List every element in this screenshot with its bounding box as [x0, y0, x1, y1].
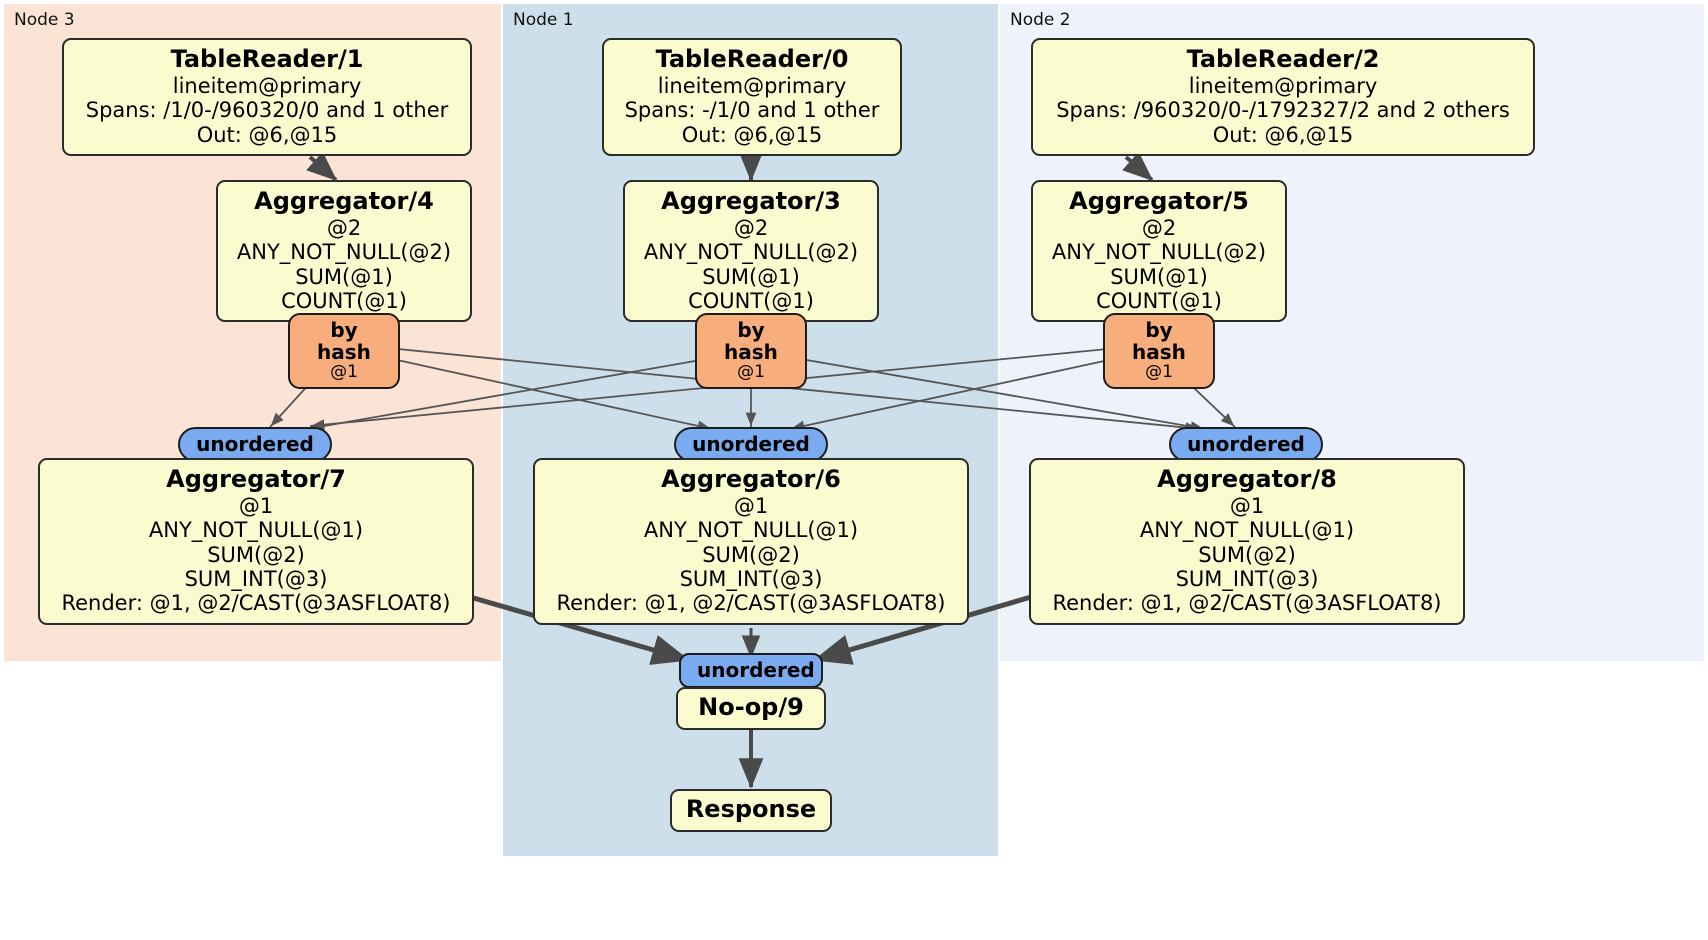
processor-title: Aggregator/3: [661, 187, 841, 215]
processor-aggregator-6[interactable]: Aggregator/6 @1 ANY_NOT_NULL(@1) SUM(@2)…: [533, 458, 969, 625]
processor-tablereader-0[interactable]: TableReader/0 lineitem@primary Spans: -/…: [602, 38, 902, 156]
processor-line: ANY_NOT_NULL(@2): [1051, 240, 1267, 265]
processor-line: ANY_NOT_NULL(@1): [643, 518, 859, 543]
processor-line: SUM_INT(@3): [1175, 566, 1319, 591]
processor-title: TableReader/0: [655, 45, 849, 73]
badge-sublabel: @1: [1145, 362, 1173, 382]
badge-label: by hash: [724, 318, 778, 364]
badge-by-hash-mid[interactable]: by hash @1: [695, 313, 807, 389]
badge-label: unordered: [196, 432, 314, 456]
region-node-3-label: Node 3: [14, 10, 75, 30]
processor-aggregator-8[interactable]: Aggregator/8 @1 ANY_NOT_NULL(@1) SUM(@2)…: [1029, 458, 1465, 625]
processor-line: Out: @6,@15: [196, 122, 338, 147]
processor-line: lineitem@primary: [172, 73, 362, 98]
processor-line: Spans: -/1/0 and 1 other: [624, 98, 880, 123]
badge-label: unordered: [1187, 432, 1305, 456]
badge-unordered-mid[interactable]: unordered: [674, 427, 828, 462]
badge-by-hash-right[interactable]: by hash @1: [1103, 313, 1215, 389]
processor-tablereader-2[interactable]: TableReader/2 lineitem@primary Spans: /9…: [1031, 38, 1535, 156]
processor-title: No-op/9: [698, 693, 804, 721]
processor-line: SUM_INT(@3): [679, 566, 823, 591]
edge-agg8-to-unord-final: [813, 594, 1032, 665]
processor-line: SUM_INT(@3): [184, 566, 328, 591]
processor-line: COUNT(@1): [281, 288, 407, 313]
badge-unordered-final[interactable]: unordered: [679, 653, 823, 688]
processor-line: COUNT(@1): [1096, 288, 1222, 313]
processor-tablereader-1[interactable]: TableReader/1 lineitem@primary Spans: /1…: [62, 38, 472, 156]
processor-line: COUNT(@1): [688, 288, 814, 313]
badge-sublabel: @1: [330, 362, 358, 382]
region-node-2-label: Node 2: [1010, 10, 1071, 30]
edge-tr2-agg5: [1122, 151, 1154, 182]
processor-line: lineitem@primary: [657, 73, 847, 98]
processor-line: @1: [238, 493, 274, 518]
edge-hash-mid-to-unord-right: [794, 357, 1206, 432]
processor-line: SUM(@1): [1110, 264, 1208, 289]
processor-line: @1: [1229, 493, 1265, 518]
processor-line: Out: @6,@15: [681, 122, 823, 147]
processor-title: Aggregator/4: [254, 187, 434, 215]
processor-line: Render: @1, @2/CAST(@3ASFLOAT8): [1052, 591, 1442, 616]
processor-line: Spans: /1/0-/960320/0 and 1 other: [85, 98, 449, 123]
edge-hash-right-to-unord-mid: [789, 357, 1119, 432]
processor-aggregator-4[interactable]: Aggregator/4 @2 ANY_NOT_NULL(@2) SUM(@1)…: [216, 180, 472, 323]
edge-hash-mid-to-unord-left: [306, 357, 713, 432]
processor-line: SUM(@2): [1198, 542, 1296, 567]
region-node-1-label: Node 1: [513, 10, 574, 30]
processor-no-op-9[interactable]: No-op/9: [676, 687, 826, 730]
edge-hash-left-to-unord-mid: [387, 357, 713, 432]
processor-line: Render: @1, @2/CAST(@3ASFLOAT8): [61, 591, 451, 616]
processor-line: ANY_NOT_NULL(@2): [643, 240, 859, 265]
processor-line: SUM(@2): [207, 542, 305, 567]
badge-by-hash-left[interactable]: by hash @1: [288, 313, 400, 389]
processor-line: @2: [733, 215, 769, 240]
processor-line: SUM(@2): [702, 542, 800, 567]
processor-line: ANY_NOT_NULL(@2): [236, 240, 452, 265]
badge-label: unordered: [697, 658, 815, 682]
processor-line: @2: [1141, 215, 1177, 240]
processor-aggregator-5[interactable]: Aggregator/5 @2 ANY_NOT_NULL(@2) SUM(@1)…: [1031, 180, 1287, 323]
processor-aggregator-7[interactable]: Aggregator/7 @1 ANY_NOT_NULL(@1) SUM(@2)…: [38, 458, 474, 625]
processor-line: Render: @1, @2/CAST(@3ASFLOAT8): [556, 591, 946, 616]
badge-label: by hash: [317, 318, 371, 364]
processor-line: lineitem@primary: [1188, 73, 1378, 98]
processor-line: @2: [326, 215, 362, 240]
processor-aggregator-3[interactable]: Aggregator/3 @2 ANY_NOT_NULL(@2) SUM(@1)…: [623, 180, 879, 323]
processor-line: SUM(@1): [702, 264, 800, 289]
processor-line: ANY_NOT_NULL(@1): [148, 518, 364, 543]
processor-title: Aggregator/6: [661, 465, 841, 493]
processor-title: Aggregator/5: [1069, 187, 1249, 215]
processor-line: ANY_NOT_NULL(@1): [1139, 518, 1355, 543]
processor-line: @1: [733, 493, 769, 518]
badge-unordered-right[interactable]: unordered: [1169, 427, 1323, 462]
processor-title: TableReader/1: [170, 45, 364, 73]
processor-response[interactable]: Response: [670, 789, 832, 832]
edge-tr1-agg4: [306, 151, 338, 182]
processor-line: Out: @6,@15: [1212, 122, 1354, 147]
processor-line: SUM(@1): [295, 264, 393, 289]
badge-unordered-left[interactable]: unordered: [178, 427, 332, 462]
badge-sublabel: @1: [737, 362, 765, 382]
badge-label: by hash: [1132, 318, 1186, 364]
processor-title: Aggregator/7: [166, 465, 346, 493]
edge-agg7-to-unord-final: [469, 594, 690, 665]
processor-line: Spans: /960320/0-/1792327/2 and 2 others: [1056, 98, 1510, 123]
badge-label: unordered: [692, 432, 810, 456]
processor-title: TableReader/2: [1186, 45, 1380, 73]
processor-title: Response: [685, 795, 817, 823]
processor-title: Aggregator/8: [1157, 465, 1337, 493]
